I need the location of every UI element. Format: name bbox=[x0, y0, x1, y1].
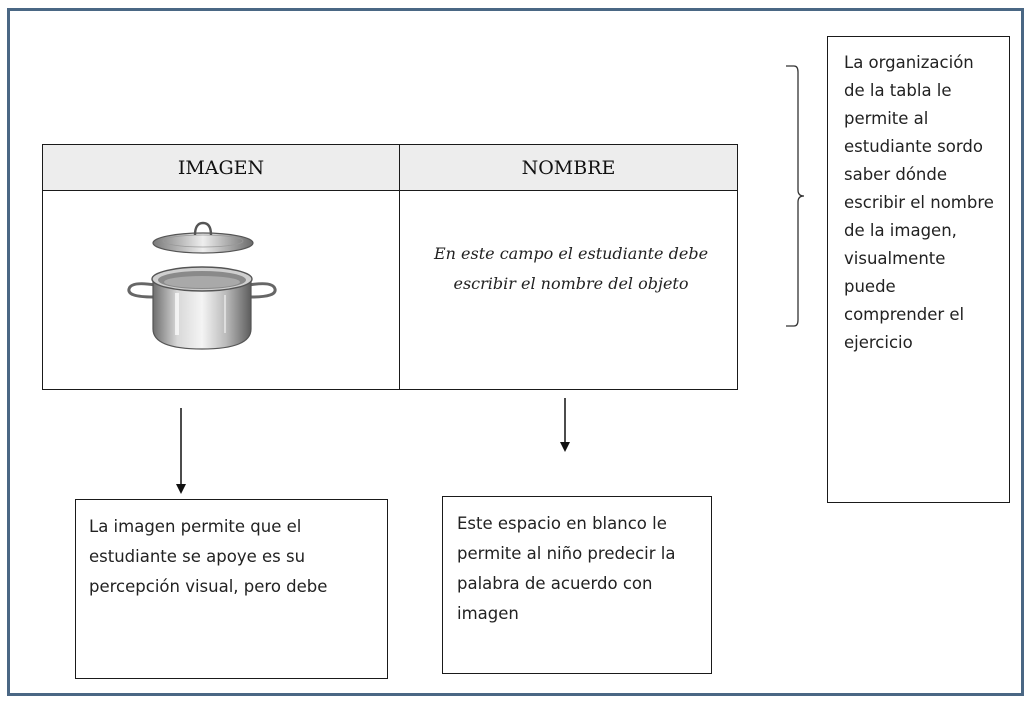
note-image-text: La imagen permite que el estudiante se a… bbox=[89, 517, 328, 596]
note-blank-space: Este espacio en blanco le permite al niñ… bbox=[442, 496, 712, 674]
name-hint-text: En este campo el estudiante debe escribi… bbox=[433, 244, 709, 293]
header-image-label: IMAGEN bbox=[177, 156, 265, 179]
arrow-down-image bbox=[176, 408, 186, 494]
cooking-pot-icon bbox=[127, 221, 277, 350]
header-image-cell: IMAGEN bbox=[43, 145, 400, 191]
column-divider bbox=[399, 191, 400, 389]
note-table-organization-text: La organización de la tabla le permite a… bbox=[844, 53, 994, 352]
exercise-table: IMAGEN NOMBRE bbox=[42, 144, 738, 390]
arrow-down-name bbox=[560, 398, 570, 452]
note-image: La imagen permite que el estudiante se a… bbox=[75, 499, 388, 679]
header-name-cell: NOMBRE bbox=[400, 145, 737, 191]
right-brace bbox=[786, 65, 805, 327]
outer-frame bbox=[7, 8, 1024, 696]
header-name-label: NOMBRE bbox=[521, 156, 616, 179]
note-table-organization: La organización de la tabla le permite a… bbox=[827, 36, 1010, 503]
note-blank-space-text: Este espacio en blanco le permite al niñ… bbox=[457, 514, 676, 623]
